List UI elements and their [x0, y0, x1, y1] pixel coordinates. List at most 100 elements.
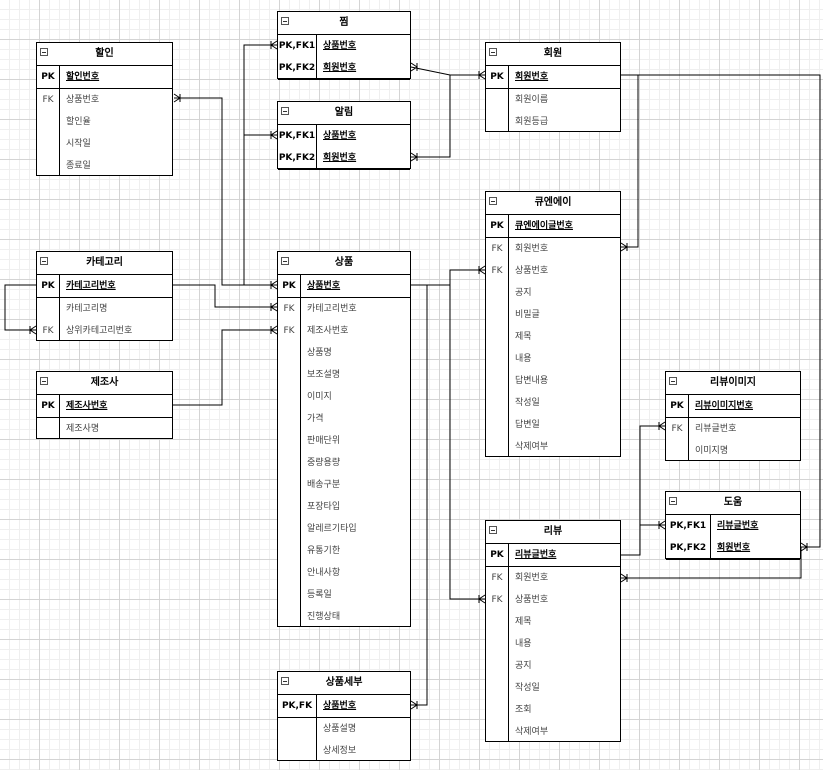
link-product-detail — [411, 284, 428, 706]
attribute-row: 판매단위 — [278, 430, 410, 452]
collapse-icon[interactable] — [489, 48, 497, 56]
key-label: PK,FK — [281, 701, 313, 711]
collapse-icon[interactable] — [40, 48, 48, 56]
collapse-icon[interactable] — [489, 197, 497, 205]
link-member-qna — [621, 74, 639, 248]
collapse-icon[interactable] — [281, 677, 289, 685]
column-name: 공지 — [515, 661, 532, 671]
column-name: 리뷰글번호 — [515, 550, 557, 560]
column-name: 답변내용 — [515, 376, 549, 386]
attribute-row: 상세정보 — [278, 740, 410, 762]
column-name: 회원번호 — [515, 573, 549, 583]
link-category-product — [173, 284, 277, 308]
column-name: 삭제여부 — [515, 442, 549, 452]
link-review-helpful — [621, 524, 665, 556]
key-label: PK,FK2 — [278, 63, 316, 73]
column-name: 큐엔에이글번호 — [515, 221, 573, 231]
collapse-icon[interactable] — [281, 257, 289, 265]
entity-title-text: 할인 — [95, 48, 114, 59]
collapse-icon[interactable] — [489, 526, 497, 534]
column-name: 상품번호 — [515, 266, 549, 276]
relationship-marker — [173, 93, 181, 103]
collapse-icon[interactable] — [281, 107, 289, 115]
column-name: 제조사번호 — [307, 326, 349, 336]
column-separator — [316, 694, 317, 760]
column-name: 작성일 — [515, 683, 540, 693]
attribute-row: 상품설명 — [278, 718, 410, 740]
link-category-self — [4, 284, 36, 331]
link-member-helpful — [621, 74, 821, 548]
attribute-row: 비밀글 — [486, 304, 620, 326]
column-name: 회원번호 — [515, 72, 549, 82]
collapse-icon[interactable] — [40, 257, 48, 265]
column-name: 제조사명 — [66, 424, 100, 434]
entity-title: 카테고리 — [37, 252, 172, 275]
key-label: PK,FK1 — [278, 131, 316, 141]
column-name: 회원번호 — [717, 543, 751, 553]
column-separator — [710, 514, 711, 558]
entity-title: 회원 — [486, 43, 620, 66]
relationship-marker — [410, 62, 418, 72]
column-name: 중량용량 — [307, 458, 341, 468]
column-name: 포장타입 — [307, 502, 341, 512]
collapse-icon[interactable] — [669, 497, 677, 505]
column-name: 상품명 — [307, 348, 332, 358]
column-name: 내용 — [515, 354, 532, 364]
column-separator — [300, 274, 301, 626]
collapse-icon[interactable] — [281, 17, 289, 25]
attribute-row: 카테고리명 — [37, 298, 172, 320]
entity-title: 제조사 — [37, 372, 172, 395]
entity-title-text: 알림 — [334, 107, 354, 118]
entity-title-text: 리뷰이미지 — [710, 377, 756, 388]
attribute-row: 조회 — [486, 699, 620, 721]
attribute-row: 삭제여부 — [486, 721, 620, 743]
column-name: 보조설명 — [307, 370, 341, 380]
key-label: PK — [670, 401, 684, 411]
key-label: FK — [491, 244, 503, 254]
link-manufacturer-product — [173, 329, 277, 406]
key-label: FK — [491, 573, 503, 583]
key-label: FK — [42, 326, 54, 336]
column-name: 이미지명 — [695, 446, 729, 456]
column-name: 회원등급 — [515, 117, 549, 127]
collapse-icon[interactable] — [669, 377, 677, 385]
column-name: 진행상태 — [307, 612, 341, 622]
column-name: 공지 — [515, 288, 532, 298]
entity-title-text: 회원 — [543, 48, 563, 59]
attribute-row: 이미지 — [278, 386, 410, 408]
key-label: PK — [282, 281, 296, 291]
column-separator — [59, 274, 60, 340]
link-wishlist-product — [243, 44, 277, 285]
column-name: 답변일 — [515, 420, 540, 430]
attribute-row: 답변일 — [486, 414, 620, 436]
entity-title-text: 큐엔에이 — [534, 197, 572, 208]
column-separator — [316, 34, 317, 78]
column-name: 비밀글 — [515, 310, 540, 320]
attribute-row: 회원등급 — [486, 111, 620, 133]
entity-title-text: 도움 — [723, 497, 743, 508]
entity-title-text: 상품 — [334, 257, 354, 268]
column-name: 상품번호 — [323, 701, 357, 711]
entity-title: 리뷰이미지 — [666, 372, 800, 395]
collapse-icon[interactable] — [40, 377, 48, 385]
column-name: 상품번호 — [323, 41, 357, 51]
attribute-row: 이미지명 — [666, 440, 800, 462]
column-name: 회원번호 — [323, 63, 357, 73]
